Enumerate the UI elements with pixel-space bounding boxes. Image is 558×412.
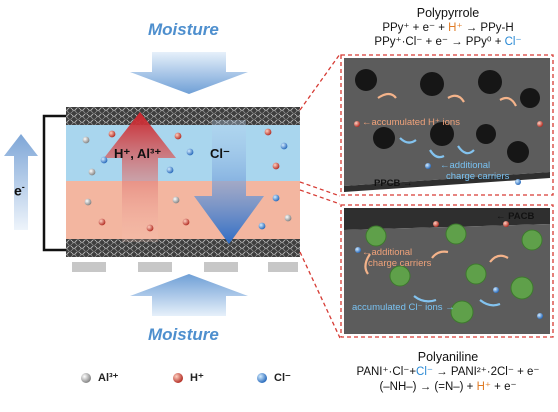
ppcb-additional-label-2: charge carriers [446, 171, 510, 182]
legend-h-label: H⁺ [190, 372, 204, 384]
polypyrrole-eq2: PPy⁺·Cl⁻ + e⁻ → PPy⁰ + Cl⁻ [374, 36, 522, 48]
polyaniline-title: Polyaniline [417, 350, 479, 364]
ppcb-accumulated-label: ←accumulated H⁺ ions [362, 117, 460, 128]
ppcb-additional-label-1: ←additional [440, 160, 491, 171]
pacb-accumulated-label: accumulated Cl⁻ ions → [352, 302, 455, 313]
legend-h-swatch [173, 373, 183, 383]
pacb-label: ← PACB [496, 211, 535, 222]
moisture-down-arrow [130, 52, 248, 94]
moisture-top-label: Moisture [148, 20, 219, 39]
anion-label: Cl⁻ [210, 146, 230, 161]
moisture-bottom-label: Moisture [148, 325, 219, 344]
cations-label: H⁺, Al³⁺ [114, 146, 162, 161]
polypyrrole-eq1: PPy⁺ + e⁻ + H⁺ → PPy-H [382, 22, 514, 34]
electron-label: e- [14, 182, 25, 199]
legend-al-label: Al³⁺ [98, 372, 119, 384]
cation-arrow [104, 112, 176, 242]
ppcb-zoom-panel [340, 54, 554, 196]
electron-arrow [4, 134, 38, 230]
pacb-additional-label-2: charge carriers [368, 258, 432, 269]
anion-arrow [194, 120, 264, 244]
legend-cl-swatch [257, 373, 267, 383]
legend-cl-label: Cl⁻ [274, 372, 291, 384]
pacb-additional-label-1: ←additional [362, 247, 413, 258]
device-diagram [4, 52, 340, 383]
pacb-zoom-panel [340, 204, 554, 338]
polyaniline-eq1: PANI⁺·Cl⁻+Cl⁻ → PANI²⁺·2Cl⁻ + e⁻ [356, 366, 540, 378]
legend-al-swatch [81, 373, 91, 383]
polyaniline-eq2: (–NH–) → (=N–) + H⁺ + e⁻ [379, 381, 517, 393]
ion-field [82, 128, 292, 232]
moisture-up-arrow [130, 274, 248, 316]
polypyrrole-title: Polypyrrole [416, 6, 480, 20]
ppcb-label: PPCB → [374, 178, 413, 189]
